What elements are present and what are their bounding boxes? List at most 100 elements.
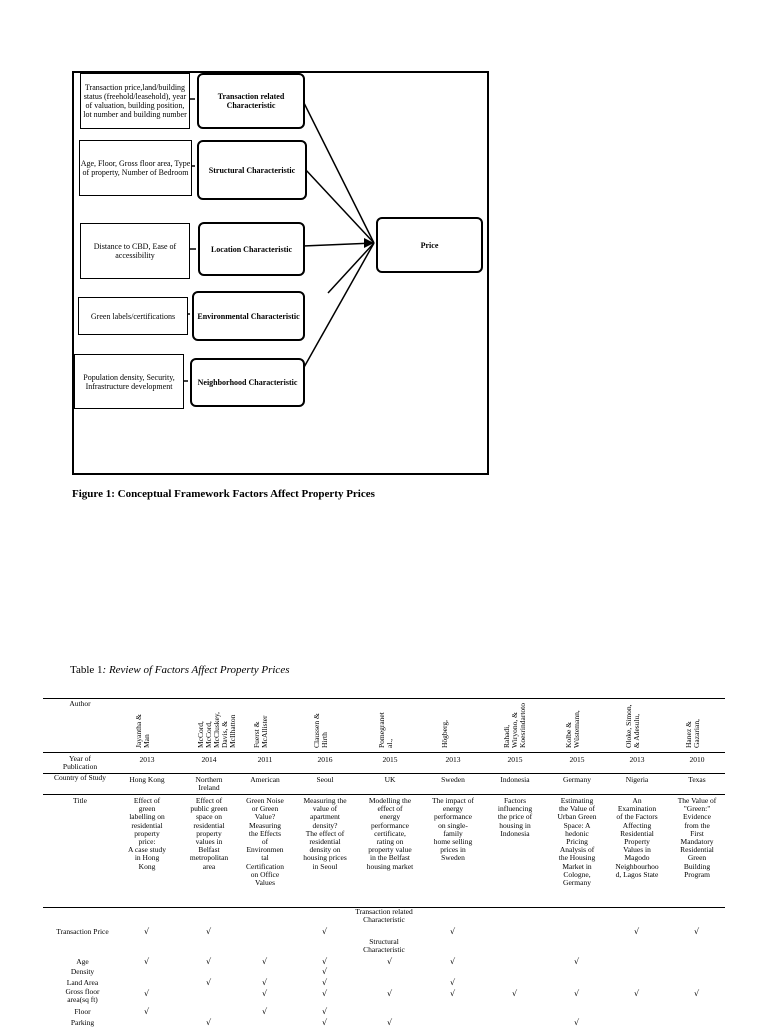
factor-row-label: Age (76, 957, 89, 966)
check-mark-icon: √ (634, 927, 640, 936)
study-title: Estimating the Value of Urban Green Spac… (557, 796, 597, 888)
author-name: Pomegranet al., (377, 712, 394, 748)
publication-year: 2015 (382, 755, 398, 764)
factor-row-label: Floor (74, 1007, 91, 1016)
publication-year: 2014 (201, 755, 217, 764)
location-characteristic-box: Location Characteristic (198, 222, 305, 276)
study-country: Nigeria (625, 775, 649, 784)
table-rule-header (43, 752, 725, 753)
figure-caption: Figure 1: Conceptual Framework Factors A… (72, 488, 375, 500)
environmental-detail-box: Green labels/certifications (78, 297, 188, 335)
environmental-characteristic-box: Environmental Characteristic (192, 291, 305, 341)
author-name: McCord, McCord, McCluskey, Davis, & McIl… (196, 712, 237, 748)
study-title: The impact of energy performance on sing… (431, 796, 475, 863)
table-rule-top (43, 698, 725, 699)
factor-row-label: Gross floor area(sq ft) (65, 987, 100, 1005)
check-mark-icon: √ (206, 927, 212, 936)
connector-lines (182, 98, 375, 382)
author-header: Author (69, 699, 91, 708)
transaction-detail-box: Transaction price,land/building status (… (80, 73, 190, 129)
study-title: Modelling the effect of energy performan… (366, 796, 414, 871)
neighborhood-detail-box: Population density, Security, Infrastruc… (74, 354, 184, 409)
conceptual-framework-diagram: Transaction price,land/building status (… (72, 71, 489, 475)
check-mark-icon: √ (206, 957, 212, 966)
study-country: Germany (563, 775, 591, 784)
factor-row-label: Density (70, 967, 95, 976)
check-mark-icon: √ (387, 957, 393, 966)
publication-year: 2011 (257, 755, 273, 764)
check-mark-icon: √ (450, 989, 456, 998)
study-country: Indonesia (500, 775, 530, 784)
factor-row-label: Land Area (66, 978, 99, 987)
check-mark-icon: √ (694, 927, 700, 936)
check-mark-icon: √ (206, 978, 212, 987)
section-transaction-label: Transaction related Characteristic (355, 907, 413, 925)
check-mark-icon: √ (512, 989, 518, 998)
factor-row-label: Parking (70, 1018, 95, 1027)
check-mark-icon: √ (262, 957, 268, 966)
table-rule-year (43, 773, 725, 774)
check-mark-icon: √ (574, 957, 580, 966)
check-mark-icon: √ (322, 978, 328, 987)
study-country: American (250, 775, 280, 784)
factor-row-label: Transaction Price (56, 927, 109, 936)
check-mark-icon: √ (262, 978, 268, 987)
author-name: Fuerst & McAllister (252, 715, 269, 749)
table-caption: Table 1: Review of Factors Affect Proper… (70, 664, 289, 676)
table-rule-title (43, 907, 725, 908)
check-mark-icon: √ (450, 927, 456, 936)
check-mark-icon: √ (322, 967, 328, 976)
study-country: Texas (688, 775, 706, 784)
check-mark-icon: √ (322, 1018, 328, 1027)
check-mark-icon: √ (387, 1018, 393, 1027)
check-mark-icon: √ (262, 1007, 268, 1016)
table-number: Table 1 (70, 664, 103, 676)
study-country: Hong Kong (129, 775, 165, 784)
location-detail-box: Distance to CBD, Ease of accessibility (80, 223, 190, 279)
publication-year: 2015 (507, 755, 523, 764)
check-mark-icon: √ (322, 989, 328, 998)
check-mark-icon: √ (634, 989, 640, 998)
study-title: The Value of "Green:" Evidence from the … (677, 796, 717, 879)
table-rule-country (43, 794, 725, 795)
study-title: Measuring the value of apartment density… (303, 796, 347, 871)
check-mark-icon: √ (574, 989, 580, 998)
check-mark-icon: √ (322, 957, 328, 966)
check-mark-icon: √ (450, 978, 456, 987)
study-title: Factors influencing the price of housing… (497, 796, 533, 838)
author-name: Hanez & Gazarian, (684, 719, 701, 748)
neighborhood-characteristic-box: Neighborhood Characteristic (190, 358, 305, 407)
check-mark-icon: √ (322, 1007, 328, 1016)
year-header: Year of Publication (62, 754, 98, 772)
publication-year: 2013 (445, 755, 461, 764)
author-name: Jayantha & Man (134, 714, 151, 748)
author-name: Claussen & Hirth (312, 713, 329, 748)
study-country: Seoul (316, 775, 334, 784)
study-country: Northern Ireland (195, 775, 223, 793)
check-mark-icon: √ (144, 957, 150, 966)
check-mark-icon: √ (387, 989, 393, 998)
check-mark-icon: √ (574, 1018, 580, 1027)
transaction-characteristic-box: Transaction related Characteristic (197, 73, 305, 129)
study-title: Effect of green labelling on residential… (128, 796, 166, 871)
check-mark-icon: √ (144, 1007, 150, 1016)
publication-year: 2010 (689, 755, 705, 764)
check-mark-icon: √ (144, 989, 150, 998)
author-name: Kolbe & Wüstemann, (564, 710, 581, 748)
price-box: Price (376, 217, 483, 273)
structural-characteristic-box: Structural Characteristic (197, 140, 307, 200)
check-mark-icon: √ (262, 989, 268, 998)
country-header: Country of Study (53, 773, 107, 782)
check-mark-icon: √ (322, 927, 328, 936)
publication-year: 2016 (317, 755, 333, 764)
study-title: An Examination of the Factors Affecting … (615, 796, 659, 879)
publication-year: 2015 (569, 755, 585, 764)
study-title: Effect of public green space on resident… (189, 796, 229, 871)
author-name: Rahadi, Wiryono, & Koesrindartoto (502, 703, 527, 748)
structural-detail-box: Age, Floor, Gross floor area, Type of pr… (79, 140, 192, 196)
publication-year: 2013 (139, 755, 155, 764)
author-name: Högberg, (440, 720, 449, 748)
check-mark-icon: √ (144, 927, 150, 936)
table-title: : Review of Factors Affect Property Pric… (102, 664, 290, 676)
author-name: Oloke, Simon, & Adesulu, (624, 704, 641, 748)
